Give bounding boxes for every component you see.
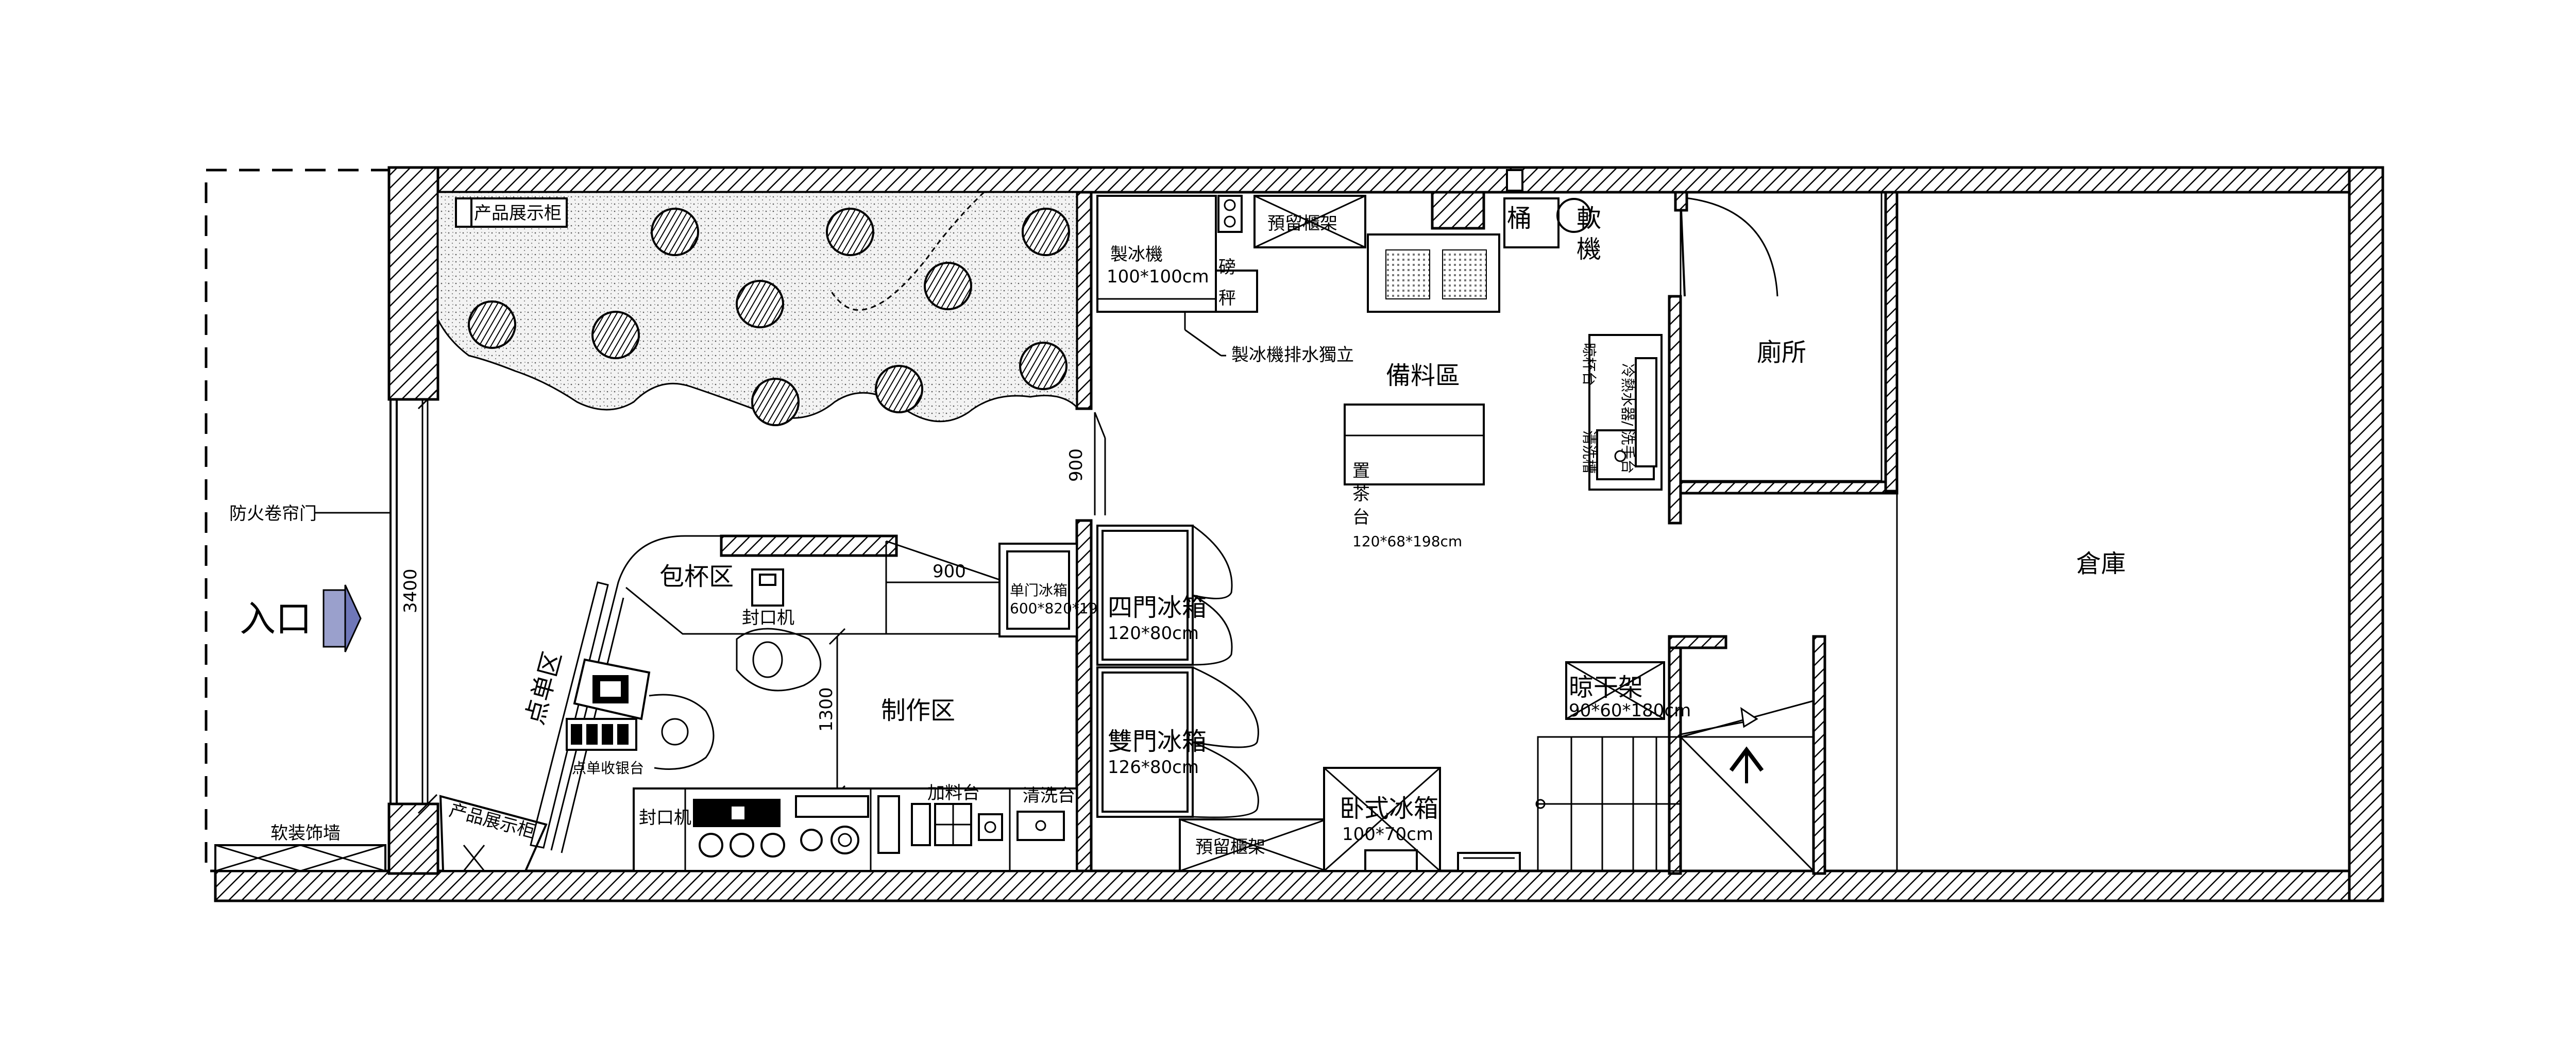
four-door-fridge	[1096, 525, 1233, 666]
lying-fridge-size: 100*70cm	[1342, 824, 1433, 845]
sink-label: 清洗槽	[1581, 430, 1598, 474]
toilet-label: 廁所	[1757, 338, 1806, 367]
cup-area-label: 包杯区	[659, 562, 734, 591]
product-cabinet-top-label: 产品展示柜	[474, 203, 562, 224]
single-fridge-label: 单门冰箱	[1010, 582, 1067, 599]
fire-shutter	[314, 399, 423, 804]
double-door-fridge	[1096, 666, 1259, 818]
lying-fridge-label: 卧式冰箱	[1340, 794, 1438, 823]
soft-wall	[214, 844, 386, 872]
wash-table-label: 清洗台	[1023, 785, 1075, 806]
storage-table-label-1: 置	[1352, 461, 1370, 481]
four-door-fridge-size: 120*80cm	[1108, 623, 1199, 644]
prep-sink	[1367, 233, 1500, 313]
drying-rack-label: 晾干架	[1569, 673, 1643, 702]
width-dimension	[417, 389, 438, 814]
cashier-label: 点单收银台	[572, 760, 644, 777]
storage-table-label-2: 茶	[1352, 484, 1370, 505]
softener-label-1: 軟	[1577, 204, 1601, 233]
ice-drain-label: 製冰機排水獨立	[1231, 345, 1354, 365]
entrance-label: 入口	[240, 598, 312, 640]
storage-table	[1344, 404, 1485, 485]
cup-rack-label: 晾杯台	[1581, 343, 1598, 386]
sealing-machine-label: 封口机	[639, 808, 691, 828]
reserved-shelf-top-label: 預留櫃架	[1267, 213, 1337, 234]
prep-area-label: 備料區	[1386, 361, 1460, 390]
scale	[1215, 195, 1258, 313]
entrance-arrow-icon	[323, 584, 362, 652]
warehouse-label: 倉庫	[2076, 549, 2126, 578]
dim-900-vertical	[1094, 412, 1106, 515]
reserved-shelf-bottom-label: 預留櫃架	[1195, 837, 1265, 858]
drying-rack	[1565, 661, 1665, 720]
four-door-fridge-label: 四門冰箱	[1108, 593, 1207, 622]
sealer-station	[736, 568, 822, 692]
topping-table-label: 加料台	[927, 783, 980, 803]
softener	[1556, 198, 1591, 233]
dim-1300-label: 1300	[816, 687, 837, 732]
ice-machine-size: 100*100cm	[1107, 266, 1209, 287]
sealer-label: 封口机	[742, 608, 794, 628]
floor-drain	[1457, 852, 1521, 872]
order-area-label: 点单区	[520, 648, 567, 728]
ice-machine-label: 製冰機	[1110, 244, 1163, 265]
stair-up-arrow-icon	[1729, 746, 1764, 783]
product-cabinet-top	[455, 197, 568, 228]
width-dimension-label: 3400	[400, 568, 421, 613]
water-heater-label: 冷熱水器/ 洗手台	[1619, 363, 1636, 474]
product-cabinet-bottom	[439, 795, 548, 872]
make-area-label: 制作区	[881, 696, 955, 725]
softener-label-2: 機	[1577, 235, 1601, 264]
double-door-fridge-size: 126*80cm	[1108, 757, 1199, 778]
fire-shutter-label: 防火卷帘门	[229, 503, 317, 524]
dim-900-horizontal	[885, 540, 1008, 634]
ice-machine	[1096, 195, 1226, 357]
single-fridge	[998, 543, 1078, 637]
entrance-outline	[205, 169, 392, 872]
exterior-walls	[214, 166, 2384, 902]
handwash-station	[1588, 334, 1663, 491]
staircase	[1535, 700, 1815, 872]
storage-table-label-3: 台	[1352, 507, 1370, 528]
scale-label-1: 磅	[1218, 257, 1236, 278]
double-door-fridge-label: 雙門冰箱	[1108, 727, 1207, 756]
soft-wall-label: 软装饰墙	[270, 823, 341, 844]
dim-900-vertical-label: 900	[1066, 448, 1087, 482]
drying-rack-size: 90*60*180cm	[1569, 700, 1691, 721]
reserved-shelf-top	[1253, 195, 1366, 248]
dim-900-horizontal-label: 900	[933, 561, 966, 582]
bottom-counters	[633, 787, 1078, 872]
scale-label-2: 秤	[1218, 288, 1236, 309]
storage-table-size: 120*68*198cm	[1352, 533, 1462, 550]
lying-fridge	[1323, 767, 1441, 872]
bucket-label: 桶	[1507, 204, 1532, 233]
cashier-station	[566, 658, 715, 770]
warehouse-room	[1896, 191, 2350, 872]
garden	[437, 191, 1078, 426]
